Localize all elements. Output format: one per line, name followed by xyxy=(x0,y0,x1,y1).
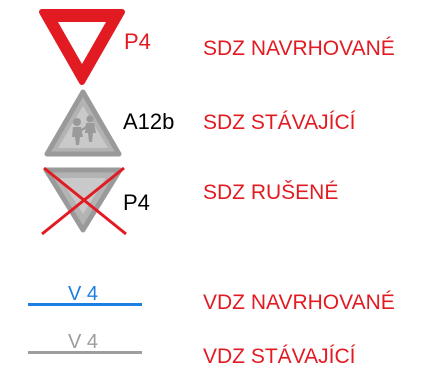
sign-code-a12b: A12b xyxy=(123,109,175,134)
children-warning-sign-icon xyxy=(44,89,122,157)
cancelled-yield-sign-icon xyxy=(41,166,127,236)
yield-sign-icon xyxy=(39,9,125,85)
legend-label-sdz-proposed: SDZ NAVRHOVANÉ xyxy=(203,37,395,60)
road-marking-line-existing xyxy=(28,351,142,354)
legend-label-sdz-existing: SDZ STÁVAJÍCÍ xyxy=(203,111,356,134)
line-code-v4-proposed: V 4 xyxy=(68,283,99,305)
road-marking-line-proposed xyxy=(28,303,142,306)
sign-code-p4-proposed: P4 xyxy=(124,29,151,54)
legend-label-vdz-existing: VDZ STÁVAJÍCÍ xyxy=(203,345,356,368)
legend-label-vdz-proposed: VDZ NAVRHOVANÉ xyxy=(203,291,395,314)
line-code-v4-existing: V 4 xyxy=(68,331,99,353)
legend-label-sdz-cancelled: SDZ RUŠENÉ xyxy=(203,181,339,204)
sign-code-p4-cancelled: P4 xyxy=(123,190,150,215)
